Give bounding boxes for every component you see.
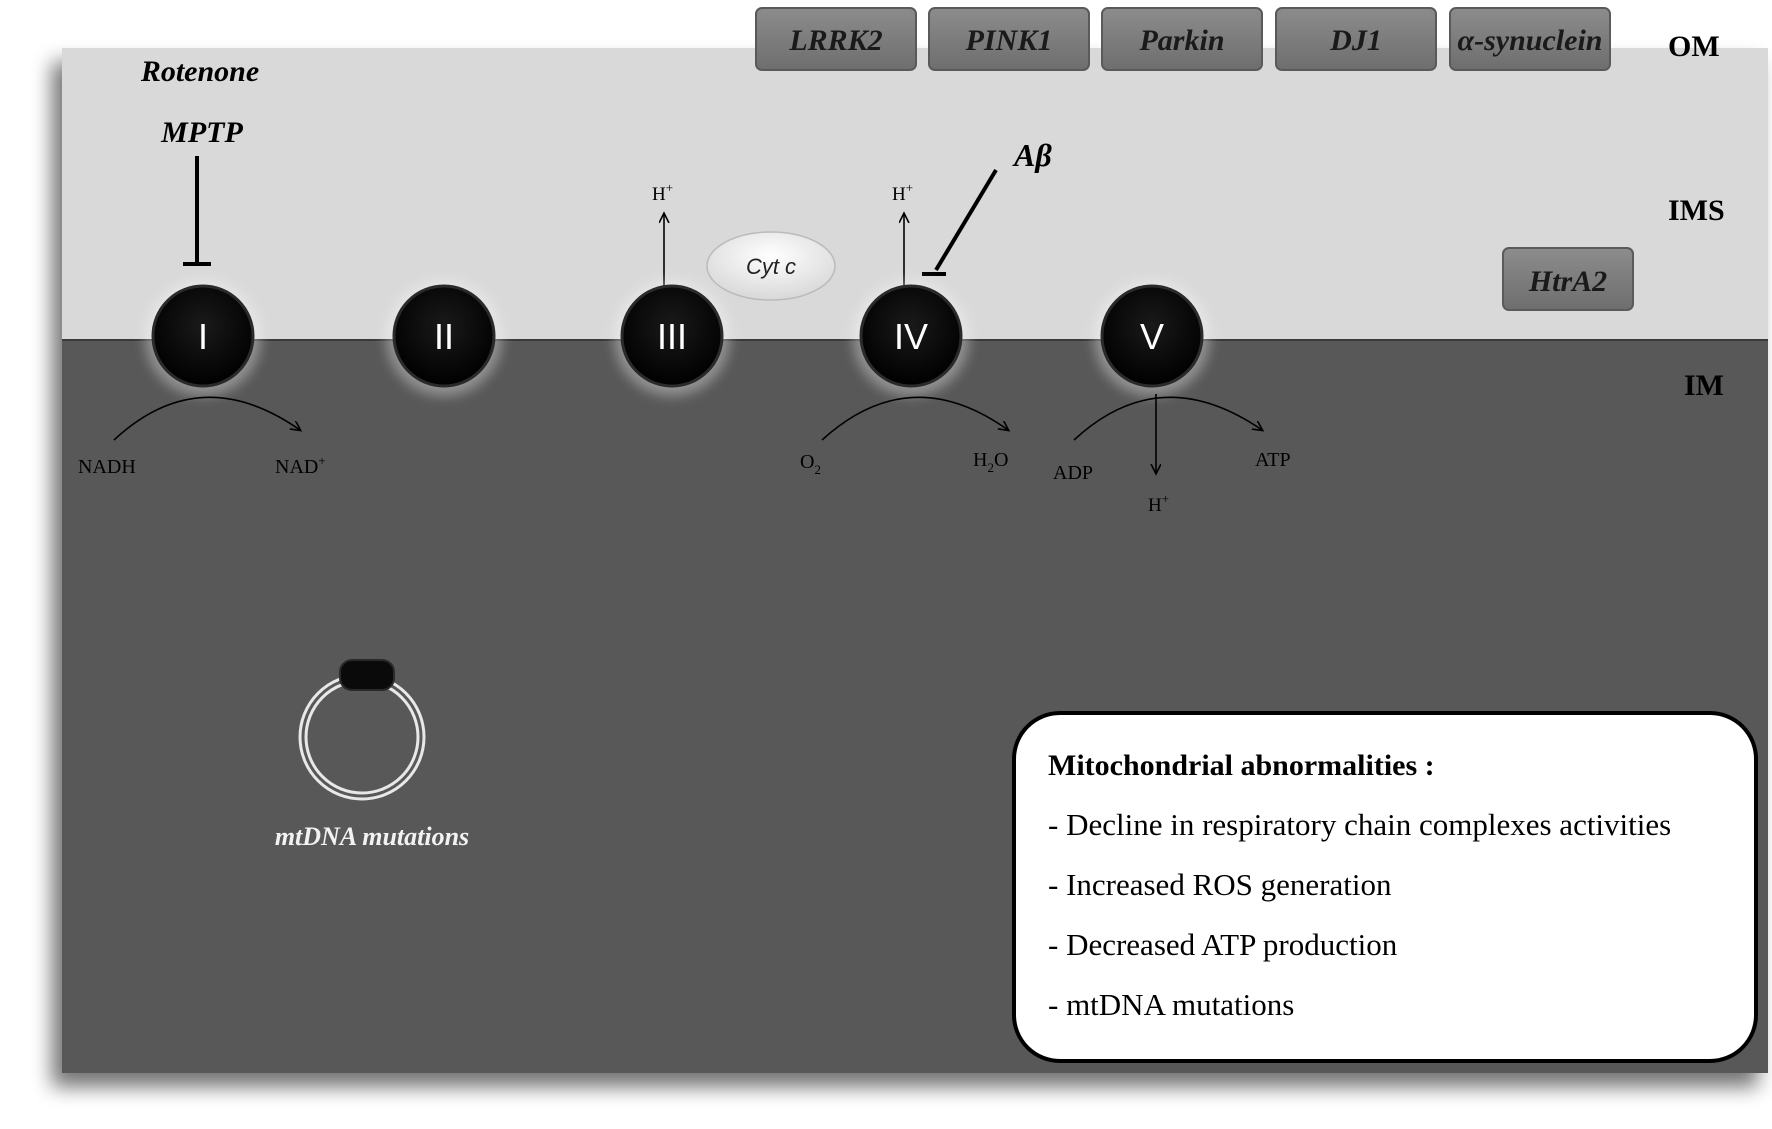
abeta-label: Aβ xyxy=(1012,137,1052,173)
abnormality-item: - Decreased ATP production xyxy=(1048,927,1398,962)
abnormality-item: - mtDNA mutations xyxy=(1048,987,1295,1022)
svg-text:I: I xyxy=(198,316,208,357)
complex-iii: III xyxy=(614,280,730,396)
svg-text:DJ1: DJ1 xyxy=(1329,24,1382,57)
complex-iv-reaction: O2 H2O xyxy=(800,396,1008,477)
complex-iv: IV xyxy=(853,280,969,396)
abnormality-item: - Increased ROS generation xyxy=(1048,867,1392,902)
svg-text:ATP: ATP xyxy=(1255,449,1291,471)
svg-text:Cyt c: Cyt c xyxy=(746,254,796,279)
om-protein-box: α-synuclein xyxy=(1449,7,1611,71)
om-protein-box: PINK1 xyxy=(928,7,1090,71)
complex-i-reaction: NADH NAD+ xyxy=(78,396,326,478)
om-protein-box: DJ1 xyxy=(1275,7,1437,71)
svg-text:HtrA2: HtrA2 xyxy=(1528,265,1607,298)
complex-iv-inhibition-bar xyxy=(922,168,998,276)
svg-text:NAD+: NAD+ xyxy=(275,453,326,478)
htra2-box: HtrA2 xyxy=(1502,247,1634,311)
svg-text:H+: H+ xyxy=(892,180,913,205)
abnormalities-box: Mitochondrial abnormalities : - Decline … xyxy=(1012,711,1758,1063)
svg-text:III: III xyxy=(657,316,687,357)
complex-i-inhibition-bar xyxy=(183,156,211,266)
mtdna-circle xyxy=(298,659,426,801)
om-protein-box: Parkin xyxy=(1101,7,1263,71)
om-protein-box: LRRK2 xyxy=(755,7,917,71)
complex-iv-proton-arrow: H+ xyxy=(892,180,913,290)
region-label-im: IM xyxy=(1684,369,1724,402)
svg-text:PINK1: PINK1 xyxy=(965,24,1053,57)
mptp-label: MPTP xyxy=(160,116,243,149)
svg-text:H+: H+ xyxy=(652,180,673,205)
cytochrome-c: Cyt c xyxy=(706,231,836,301)
svg-text:IV: IV xyxy=(894,316,928,357)
complex-i: I xyxy=(145,280,261,396)
complex-v-reaction: ADP ATP H+ xyxy=(1053,394,1291,516)
svg-text:NADH: NADH xyxy=(78,456,136,478)
svg-text:H+: H+ xyxy=(1148,491,1169,516)
svg-text:H2O: H2O xyxy=(973,449,1008,475)
svg-text:LRRK2: LRRK2 xyxy=(788,24,882,57)
svg-text:Parkin: Parkin xyxy=(1138,24,1224,57)
svg-text:ADP: ADP xyxy=(1053,462,1093,484)
complex-v: V xyxy=(1094,280,1210,396)
region-label-ims: IMS xyxy=(1668,194,1725,227)
complex-ii: II xyxy=(386,280,502,396)
mtdna-label: mtDNA mutations xyxy=(275,822,469,851)
complex-iii-proton-arrow: H+ xyxy=(652,180,673,290)
svg-text:α-synuclein: α-synuclein xyxy=(1458,24,1603,57)
svg-text:II: II xyxy=(434,316,454,357)
svg-text:O2: O2 xyxy=(800,451,821,477)
rotenone-label: Rotenone xyxy=(140,55,259,88)
abnormalities-title: Mitochondrial abnormalities : xyxy=(1048,749,1435,782)
abnormality-item: - Decline in respiratory chain complexes… xyxy=(1048,807,1672,842)
svg-text:V: V xyxy=(1140,316,1164,357)
region-label-om: OM xyxy=(1668,30,1720,63)
